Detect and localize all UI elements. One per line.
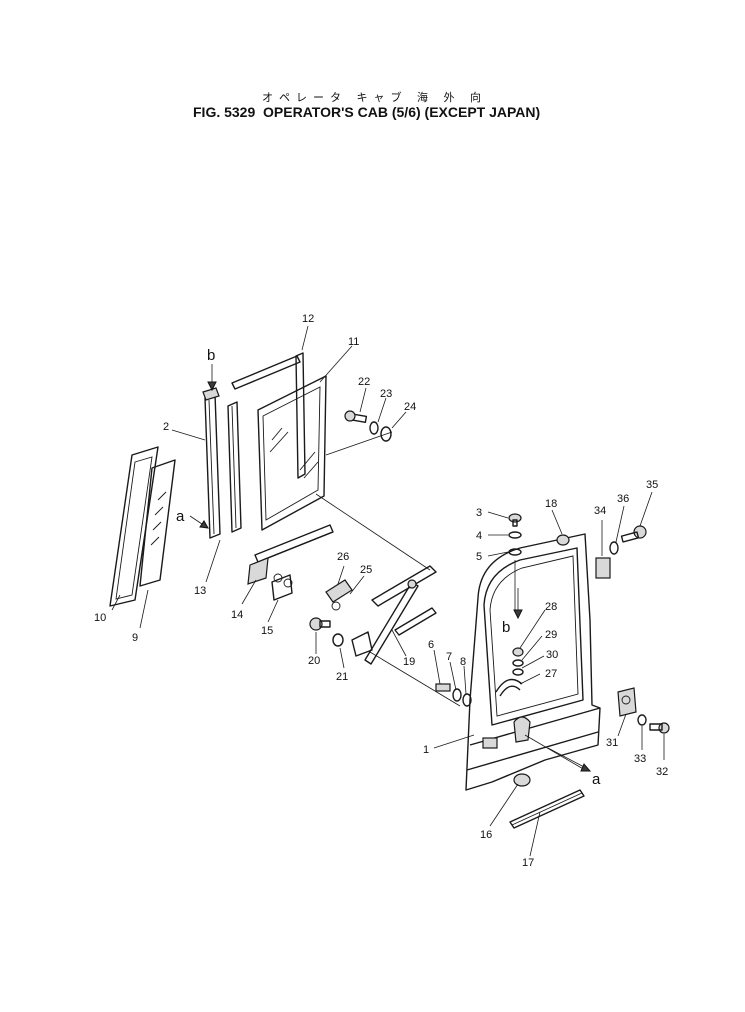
- japanese-title: オペレータ キャブ 海 外 向: [262, 91, 487, 104]
- part-18-cap: [556, 534, 570, 546]
- part-1-door: [465, 533, 601, 791]
- figure-title: FIG. 5329 OPERATOR'S CAB (5/6) (EXCEPT J…: [193, 104, 541, 120]
- part-14-lower-rail: [247, 524, 334, 585]
- callout-29: 29: [545, 629, 557, 641]
- callout-31: 31: [606, 737, 618, 749]
- callout-7: 7: [446, 651, 452, 663]
- callout-2: 2: [163, 421, 169, 433]
- callout-17: 17: [522, 857, 534, 869]
- callout-10: 10: [94, 612, 106, 624]
- part-24-washer: [380, 426, 392, 442]
- callout-1: 1: [423, 744, 429, 756]
- callout-21: 21: [336, 671, 348, 683]
- part-11-sliding-glass: [257, 375, 327, 531]
- callout-a-left: a: [176, 508, 185, 525]
- callout-27: 27: [545, 668, 557, 680]
- part-5-washer: [508, 548, 522, 556]
- callout-14: 14: [231, 609, 243, 621]
- part-30-washer: [512, 668, 524, 676]
- callout-23: 23: [380, 388, 392, 400]
- callout-34: 34: [594, 505, 606, 517]
- callout-b-top: b: [207, 347, 215, 364]
- part-28-screw: [512, 647, 524, 657]
- callout-36: 36: [617, 493, 629, 505]
- callout-a-door: a: [592, 771, 601, 788]
- part-12-top-rail: [231, 352, 306, 479]
- callout-26: 26: [337, 551, 349, 563]
- callout-13: 13: [194, 585, 206, 597]
- part-26-hinge-link: [325, 579, 353, 611]
- part-23-washer: [369, 421, 379, 435]
- part-8-washer: [462, 693, 472, 707]
- arrow-b-door: [513, 588, 523, 620]
- part-32-bolt: [649, 722, 670, 734]
- callout-20: 20: [308, 655, 320, 667]
- callout-25: 25: [360, 564, 372, 576]
- callout-24: 24: [404, 401, 416, 413]
- callout-32: 32: [656, 766, 668, 778]
- callout-5: 5: [476, 551, 482, 563]
- part-17-bottom-seal: [509, 789, 585, 829]
- callout-19: 19: [403, 656, 415, 668]
- arrow-b-top: [207, 364, 217, 392]
- part-16-grommet: [513, 773, 531, 787]
- callout-9: 9: [132, 632, 138, 644]
- leader-lines: [111, 325, 665, 857]
- callout-6: 6: [428, 639, 434, 651]
- part-36-washer: [609, 541, 619, 555]
- assembly-lines: [315, 431, 586, 771]
- part-4-washer: [508, 531, 522, 539]
- callout-8: 8: [460, 656, 466, 668]
- callout-30: 30: [546, 649, 558, 661]
- part-20-bolt: [309, 617, 331, 631]
- callout-b-door: b: [502, 619, 510, 636]
- part-2-vertical-rail: [202, 387, 221, 539]
- callout-22: 22: [358, 376, 370, 388]
- part-7-washer: [452, 688, 462, 702]
- callout-12: 12: [302, 313, 314, 325]
- part-31-striker: [617, 687, 637, 717]
- arrow-a-door: [547, 747, 592, 772]
- part-25-bracket: [351, 631, 373, 657]
- part-13-vertical-channel: [227, 401, 242, 533]
- part-9-glass-panel: [139, 459, 176, 587]
- part-29-washer: [512, 659, 524, 667]
- callout-15: 15: [261, 625, 273, 637]
- part-35-bolt: [620, 525, 647, 543]
- callout-35: 35: [646, 479, 658, 491]
- part-22-bolt: [344, 410, 368, 424]
- part-34-hinge: [595, 557, 611, 579]
- part-27-handle: [495, 678, 523, 697]
- callout-33: 33: [634, 753, 646, 765]
- part-3-screw: [508, 513, 522, 527]
- callout-3: 3: [476, 507, 482, 519]
- callout-labels: b a b a 1 2 3 4 5 6 7 8 9 10 11 12 13 14…: [94, 313, 668, 869]
- callout-4: 4: [476, 530, 482, 542]
- callout-28: 28: [545, 601, 557, 613]
- part-6-bolt: [435, 683, 451, 692]
- part-19-regulator-arm: [364, 565, 437, 665]
- callout-18: 18: [545, 498, 557, 510]
- part-15-latch: [271, 573, 293, 601]
- callout-16: 16: [480, 829, 492, 841]
- callout-11: 11: [348, 336, 359, 348]
- part-10-window-seal: [109, 446, 159, 607]
- part-21-washer: [332, 633, 344, 647]
- arrow-a-left: [189, 515, 209, 529]
- part-33-washer: [637, 714, 647, 726]
